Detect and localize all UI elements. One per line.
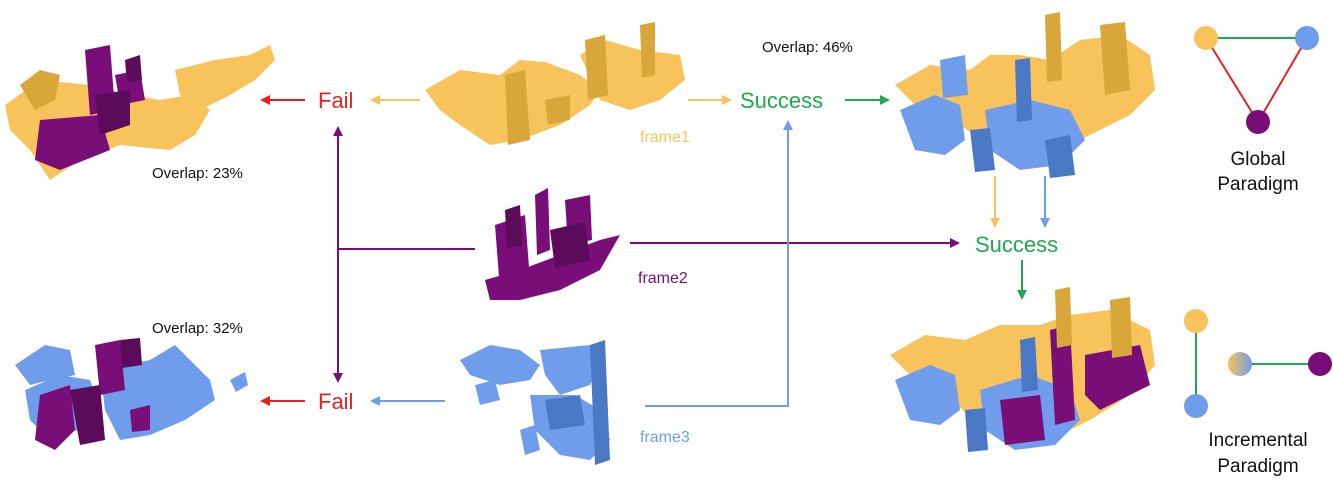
incremental-node-frame2: [1308, 352, 1332, 376]
overlap-label-23: Overlap: 23%: [152, 165, 243, 182]
scan-frame2: [485, 188, 620, 300]
frame3-label: frame3: [640, 429, 690, 446]
scan-merge-frame2-frame3: [15, 338, 248, 450]
frame3-to-success-top-arrow: [645, 120, 793, 407]
global-node-frame3: [1295, 26, 1319, 50]
incremental-paradigm-label-line1: Incremental: [1208, 430, 1307, 451]
incremental-paradigm-label-line2: Paradigm: [1217, 456, 1298, 477]
frame2-label: frame2: [638, 270, 688, 287]
global-paradigm-graph: [1194, 26, 1319, 134]
success-label-top: Success: [740, 88, 823, 113]
scan-frame3: [460, 340, 610, 465]
overlap-label-46: Overlap: 46%: [762, 39, 853, 56]
global-node-frame2: [1246, 110, 1270, 134]
incremental-node-frame3: [1184, 394, 1208, 418]
global-node-frame1: [1194, 26, 1218, 50]
frame1-label: frame1: [640, 129, 690, 146]
global-paradigm-label-line1: Global: [1231, 149, 1286, 170]
fail-label-bottom: Fail: [318, 389, 353, 414]
incremental-paradigm-graph: [1184, 309, 1332, 418]
scan-frame1: [425, 22, 685, 145]
incremental-node-frame1: [1184, 309, 1208, 333]
scan-merge-frame1-frame3: [895, 12, 1155, 178]
global-paradigm-label-line2: Paradigm: [1217, 174, 1298, 195]
success-label-mid: Success: [975, 232, 1058, 257]
incremental-node-merged: [1228, 352, 1252, 376]
fail-label-top: Fail: [318, 88, 353, 113]
scan-merge-frame1-frame2: [5, 45, 275, 180]
overlap-label-32: Overlap: 32%: [152, 320, 243, 337]
scan-merge-all-frames: [890, 287, 1155, 452]
